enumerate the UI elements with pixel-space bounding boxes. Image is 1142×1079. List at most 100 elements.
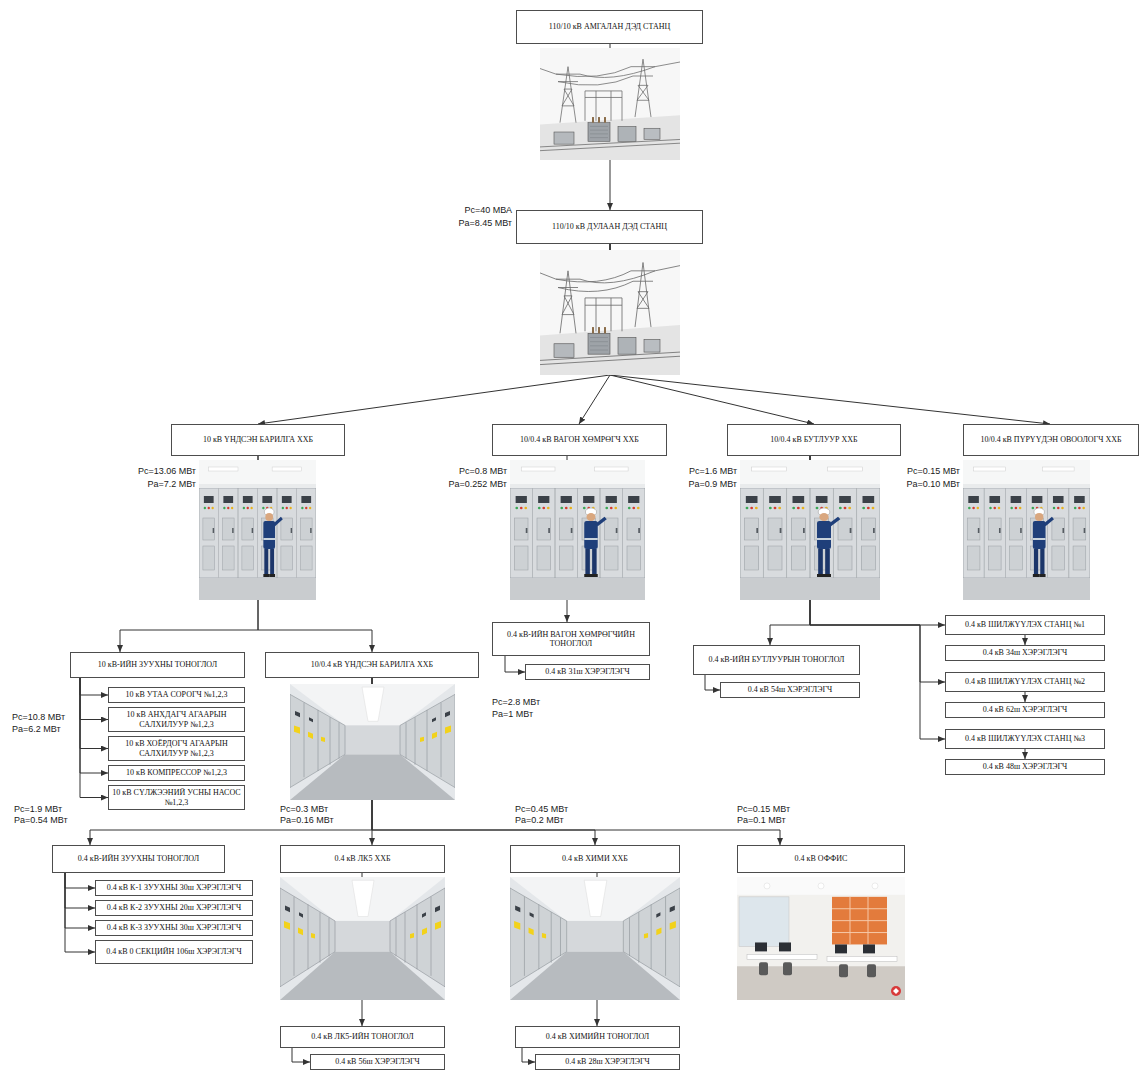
power-label: Pa=8.45 МВт	[458, 218, 512, 229]
box-text: 10 кВ КОМПРЕССОР №1,2,3	[126, 768, 227, 777]
power-label: Pc=2.8 МВт	[492, 697, 540, 708]
box-text: 0.4 кВ 62ш ХЭРЭГЛЭГЧ	[983, 705, 1068, 714]
power-label: Pa=0.2 МВт	[515, 815, 564, 826]
feeder-box: 0.4 кВ 28ш ХЭРЭГЛЭГЧ	[535, 1054, 680, 1070]
box-text: 0.4 кВ 34ш ХЭРЭГЛЭГЧ	[983, 648, 1068, 657]
power-label: Pc=1.6 МВт	[689, 466, 737, 477]
substation-picture	[540, 250, 680, 375]
feeder-box: 0.4 кВ ОФФИС	[737, 845, 905, 873]
power-label: Pa=0.1 МВт	[737, 815, 786, 826]
feeder-box: 0.4 кВ ХИМИ ХХБ	[510, 845, 680, 873]
feeder-connector	[65, 873, 95, 908]
switchgear-photo	[510, 460, 645, 600]
feeder-box: 10/0.4 кВ ПҮРҮҮДЭН ОВООЛОГЧ ХХБ	[963, 424, 1139, 456]
feeder-box: 110/10 кВ ДУЛААН ДЭД СТАНЦ	[516, 210, 703, 244]
feeder-connector	[65, 873, 95, 928]
feeder-connector	[505, 656, 525, 672]
feeder-box: 0.4 кВ К-1 ЗУУХНЫ 30ш ХЭРЭГЛЭГЧ	[95, 880, 253, 896]
corridor-photo	[510, 877, 680, 1000]
feeder-connector	[292, 1048, 310, 1062]
feeder-connector	[1025, 692, 1026, 702]
pictures	[199, 48, 1090, 1000]
feeder-box: 0.4 кВ 0 СЕКЦИЙН 106ш ХЭРЭГЛЭГЧ	[95, 940, 253, 964]
box-text: 0.4 кВ ХИМИ ХХБ	[562, 854, 628, 863]
feeder-box: 10/0.4 кВ ВАГОН ХӨМРӨГЧ ХХБ	[492, 424, 667, 456]
feeder-box: 0.4 кВ К-2 ЗУУХНЫ 20ш ХЭРЭГЛЭГЧ	[95, 900, 253, 916]
feeder-box: 0.4 кВ-ИЙН ЗУУХНЫ ТОНОГЛОЛ	[52, 845, 225, 873]
feeder-connector	[522, 1048, 535, 1062]
feeder-box: 10 кВ УТАА СОРОГЧ №1,2,3	[108, 687, 245, 703]
box-text: 0.4 кВ 54ш ХЭРЭГЛЭГЧ	[748, 685, 833, 694]
feeder-box: 10/0.4 кВ БУТЛУУР ХХБ	[727, 424, 901, 456]
power-label: Pa=0.9 МВт	[688, 479, 737, 490]
box-text: 0.4 кВ-ИЙН ЗУУХНЫ ТОНОГЛОЛ	[78, 854, 199, 863]
feeder-box: 10 кВ-ИЙН ЗУУХНЫ ТОНОГЛОЛ	[70, 652, 245, 678]
power-label: Pc=13.06 МВт	[138, 466, 196, 477]
box-text: 0.4 кВ К-1 ЗУУХНЫ 30ш ХЭРЭГЛЭГЧ	[107, 883, 241, 892]
feeder-connector	[705, 675, 720, 690]
box-text: 10 кВ ХОЁРДОГЧ АГААРЫН САЛХИЛУУР №1,2,3	[112, 739, 241, 757]
feeder-connector	[65, 873, 95, 888]
power-label: Pa=7.2 МВт	[147, 479, 196, 490]
box-text: 10/0.4 кВ БУТЛУУР ХХБ	[770, 435, 857, 444]
power-label: Pa=0.54 МВт	[14, 815, 68, 826]
box-text: 110/10 кВ ДУЛААН ДЭД СТАНЦ	[552, 222, 667, 231]
box-text: 10 кВ УТАА СОРОГЧ №1,2,3	[126, 690, 228, 699]
feeder-box: 10 кВ ХОЁРДОГЧ АГААРЫН САЛХИЛУУР №1,2,3	[108, 736, 245, 761]
feeder-connector	[65, 873, 95, 952]
feeder-box: 0.4 кВ ЛК5-ИЙН ТОНОГЛОЛ	[280, 1026, 445, 1048]
feeder-box: 0.4 кВ 31ш ХЭРЭГЛЭГЧ	[525, 664, 650, 680]
feeder-box: 0.4 кВ-ИЙН ВАГОН ХӨМРӨГЧИЙН ТОНОГЛОЛ	[492, 622, 650, 656]
box-text: 0.4 кВ 0 СЕКЦИЙН 106ш ХЭРЭГЛЭГЧ	[106, 947, 241, 956]
power-label: Pc=0.3 МВт	[280, 804, 328, 815]
box-text: 0.4 кВ ЛК5 ХХБ	[334, 854, 390, 863]
corridor-photo	[290, 684, 455, 800]
box-text: 0.4 кВ ОФФИС	[795, 854, 848, 863]
power-label: Pa=1 МВт	[492, 709, 533, 720]
feeder-box: 10 кВ СҮЛЖЭЭНИЙ УСНЫ НАСОС №1,2,3	[108, 785, 245, 810]
box-text: 0.4 кВ 56ш ХЭРЭГЛЭГЧ	[335, 1057, 420, 1066]
feeder-box: 0.4 кВ 56ш ХЭРЭГЛЭГЧ	[310, 1054, 445, 1070]
feeder-connector	[80, 678, 108, 773]
box-text: 0.4 кВ ШИЛЖҮҮЛЭХ СТАНЦ №1	[965, 620, 1085, 629]
switchgear-photo	[199, 460, 316, 600]
power-label: Pc=1.9 МВт	[14, 804, 62, 815]
feeder-box: 110/10 кВ АМГАЛАН ДЭД СТАНЦ	[516, 10, 703, 44]
power-label: Pa=0.10 МВт	[906, 479, 960, 490]
feeder-connector	[80, 678, 108, 798]
box-text: 0.4 кВ ХИМИЙН ТОНОГЛОЛ	[546, 1032, 650, 1041]
power-label: Pc=0.8 МВт	[459, 466, 507, 477]
box-text: 10 кВ-ИЙН ЗУУХНЫ ТОНОГЛОЛ	[98, 660, 217, 669]
box-text: 0.4 кВ ШИЛЖҮҮЛЭХ СТАНЦ №3	[965, 734, 1085, 743]
box-text: 10/0.4 кВ ПҮРҮҮДЭН ОВООЛОГЧ ХХБ	[980, 435, 1121, 444]
box-text: 0.4 кВ 48ш ХЭРЭГЛЭГЧ	[983, 762, 1068, 771]
power-label: Pc=0.45 МВт	[515, 804, 568, 815]
feeder-box: 0.4 кВ 62ш ХЭРЭГЛЭГЧ	[945, 702, 1105, 718]
power-label: Pc=0.15 МВт	[907, 466, 960, 477]
box-text: 10 кВ ҮНДСЭН БАРИЛГА ХХБ	[203, 435, 313, 444]
power-label: Pa=0.252 МВт	[448, 479, 507, 490]
feeder-box: 0.4 кВ 48ш ХЭРЭГЛЭГЧ	[945, 759, 1105, 775]
feeder-box: 10/0.4 кВ ҮНДСЭН БАРИЛГА ХХБ	[265, 652, 479, 678]
office-photo	[737, 877, 905, 1000]
box-text: 0.4 кВ 31ш ХЭРЭГЛЭГЧ	[545, 667, 630, 676]
box-text: 0.4 кВ-ИЙН БУТЛУУРЫН ТОНОГЛОЛ	[708, 655, 844, 664]
feeder-connector	[1025, 749, 1026, 759]
feeder-box: 0.4 кВ-ИЙН БУТЛУУРЫН ТОНОГЛОЛ	[693, 645, 860, 675]
corridor-photo	[280, 877, 445, 1000]
feeder-box: 10 кВ ҮНДСЭН БАРИЛГА ХХБ	[171, 424, 345, 456]
feeder-box: 0.4 кВ ШИЛЖҮҮЛЭХ СТАНЦ №3	[945, 729, 1105, 749]
substation-picture	[540, 48, 680, 160]
feeder-connector	[80, 678, 108, 695]
box-text: 0.4 кВ ШИЛЖҮҮЛЭХ СТАНЦ №2	[965, 677, 1085, 686]
feeder-box: 0.4 кВ 34ш ХЭРЭГЛЭГЧ	[945, 645, 1105, 661]
switchgear-photo	[963, 460, 1090, 600]
box-text: 0.4 кВ 28ш ХЭРЭГЛЭГЧ	[565, 1057, 650, 1066]
box-text: 10 кВ АНХДАГЧ АГААРЫН САЛХИЛУУР №1,2,3	[112, 710, 241, 728]
power-label: Pc=0.15 МВт	[737, 804, 790, 815]
box-text: 10/0.4 кВ ВАГОН ХӨМРӨГЧ ХХБ	[520, 435, 639, 444]
power-label: Pa=0.16 МВт	[280, 815, 334, 826]
box-text: 10/0.4 кВ ҮНДСЭН БАРИЛГА ХХБ	[311, 660, 433, 669]
feeder-connector	[80, 678, 108, 720]
